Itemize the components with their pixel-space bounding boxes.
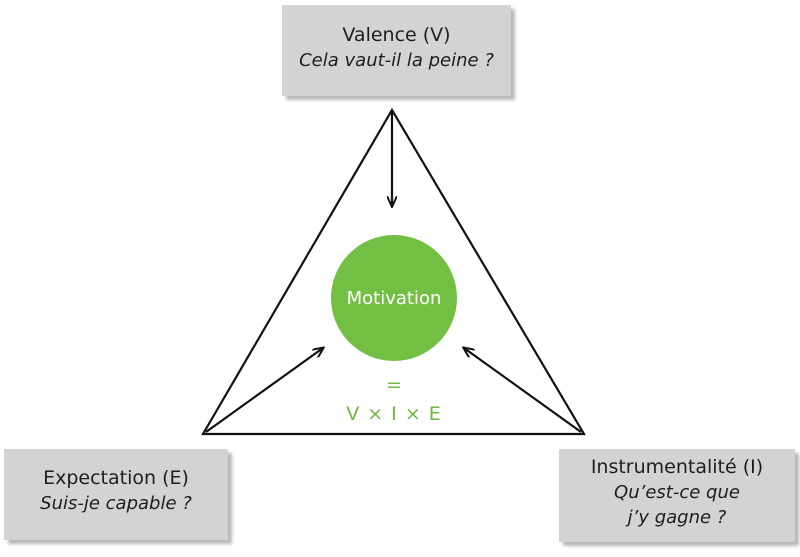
motivation-formula: V × I × E	[346, 403, 442, 425]
instrumentalite-title: Instrumentalité (I)	[590, 456, 764, 478]
expectation-box: Expectation (E) Suis-je capable ?	[4, 449, 228, 540]
expectation-title: Expectation (E)	[43, 467, 189, 489]
triangle-outline	[201, 107, 586, 436]
motivation-circle	[331, 235, 457, 361]
formula-equals: =	[386, 374, 402, 396]
instrumentalite-box: Instrumentalité (I) Qu’est-ce que j’y ga…	[559, 449, 795, 542]
instrumentalite-question: Qu’est-ce que j’y gagne ?	[614, 482, 740, 528]
valence-title: Valence (V)	[342, 24, 451, 46]
arrow-expectation-to-motivation	[205, 348, 323, 433]
motivation-label: Motivation	[346, 288, 442, 309]
expectation-question: Suis-je capable ?	[40, 493, 192, 514]
valence-question: Cela vaut-il la peine ?	[299, 50, 494, 71]
arrow-instrumentalite-to-motivation	[464, 348, 582, 433]
valence-box: Valence (V) Cela vaut-il la peine ?	[282, 5, 511, 96]
